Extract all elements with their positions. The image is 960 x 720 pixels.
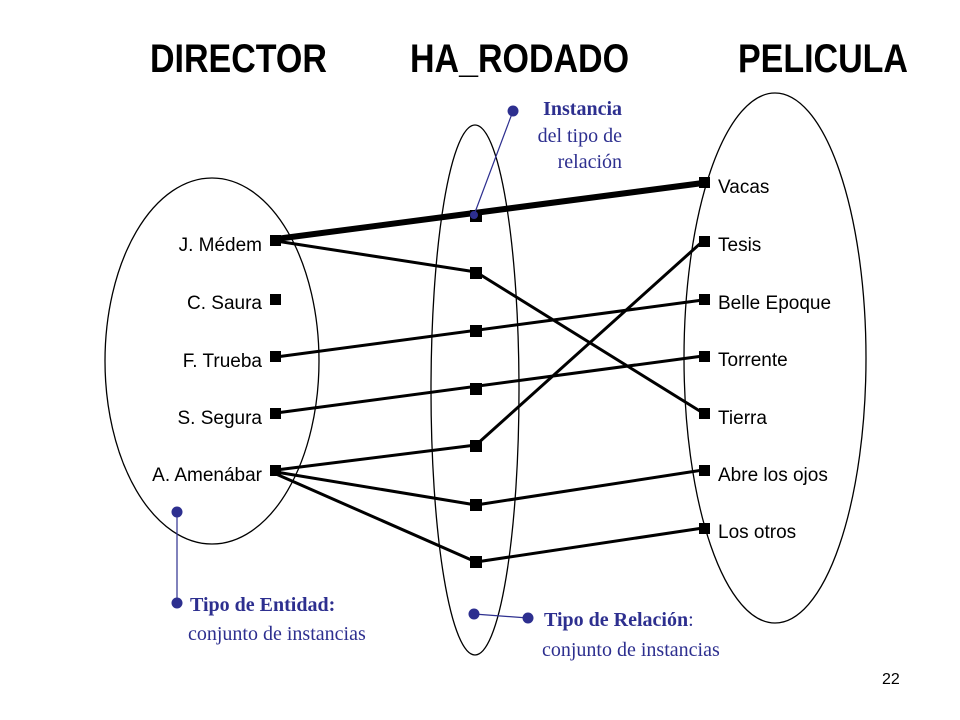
link-amenabar-r6 <box>274 470 478 507</box>
movie-marker <box>699 465 710 476</box>
movie-item: Tierra <box>699 408 767 429</box>
annotation-instancia: Instancia del tipo de relación <box>470 98 622 219</box>
relationship-instance-marker <box>470 499 482 511</box>
director-label: C. Saura <box>187 293 262 314</box>
movie-item: Tesis <box>699 235 761 256</box>
annotation-entidad-bottom-dot <box>171 597 183 609</box>
movie-label: Belle Epoque <box>718 293 831 314</box>
link-amenabar-r5 <box>274 443 478 472</box>
movie-label: Vacas <box>718 177 769 198</box>
annotation-entidad: Tipo de Entidad: conjunto de instancias <box>171 506 366 645</box>
director-item: A. Amenábar <box>152 465 281 486</box>
movie-instances: Vacas Tesis Belle Epoque Torrente Tierra… <box>699 177 831 543</box>
movie-item: Abre los ojos <box>699 465 828 486</box>
movie-item: Vacas <box>699 177 769 198</box>
annotation-relacion-title-line: Tipo de Relación: <box>544 609 694 631</box>
annotation-relacion-subtitle: conjunto de instancias <box>542 639 720 661</box>
director-marker <box>270 351 281 362</box>
ha-rodado-relationship-set <box>430 124 520 656</box>
relationship-links <box>273 180 706 564</box>
header-pelicula: PELICULA <box>738 35 908 80</box>
relationship-instance-marker <box>470 267 482 279</box>
movie-marker <box>699 236 710 247</box>
link-r5-tesis <box>474 239 705 447</box>
header-ha-rodado: HA_RODADO <box>410 35 629 80</box>
link-medem-vacas <box>273 180 706 242</box>
movie-label: Torrente <box>718 350 788 371</box>
movie-label: Tierra <box>718 408 767 429</box>
movie-marker <box>699 177 710 188</box>
annotation-entidad-title: Tipo de Entidad: <box>190 594 335 616</box>
annotation-relacion-title: Tipo de Relación <box>544 609 688 631</box>
annotation-relacion-right-dot <box>522 612 534 624</box>
director-item: F. Trueba <box>183 351 281 372</box>
relationship-instance-marker <box>470 440 482 452</box>
movie-marker <box>699 408 710 419</box>
movie-item: Los otros <box>699 522 796 543</box>
director-label: J. Médem <box>179 235 262 256</box>
relationship-instances <box>470 210 482 568</box>
director-item: C. Saura <box>187 293 281 314</box>
annotation-relacion-colon: : <box>688 609 694 631</box>
annotation-instancia-dot <box>507 105 519 117</box>
annotation-relacion: Tipo de Relación: conjunto de instancias <box>468 608 720 661</box>
movie-label: Los otros <box>718 522 796 543</box>
page-number: 22 <box>882 671 900 688</box>
movie-item: Torrente <box>699 350 788 371</box>
link-trueba-belle-epoque <box>274 298 705 359</box>
director-label: A. Amenábar <box>152 465 263 486</box>
movie-marker <box>699 351 710 362</box>
header-director: DIRECTOR <box>150 35 327 80</box>
annotation-relacion-pointer <box>473 613 529 619</box>
movie-item: Belle Epoque <box>699 293 831 314</box>
relationship-instance-marker <box>470 556 482 568</box>
movie-marker <box>699 294 710 305</box>
movie-label: Abre los ojos <box>718 465 828 486</box>
link-r6-abre-los-ojos <box>474 468 705 507</box>
director-marker <box>270 408 281 419</box>
link-r7-los-otros <box>474 526 705 564</box>
relationship-instance-marker <box>470 383 482 395</box>
director-label: F. Trueba <box>183 351 263 372</box>
link-medem-r2 <box>274 239 478 274</box>
annotation-instancia-target-dot <box>470 211 478 219</box>
director-label: S. Segura <box>178 408 263 429</box>
relationship-instance-marker <box>470 325 482 337</box>
link-segura-torrente <box>274 354 705 415</box>
movie-label: Tesis <box>718 235 761 256</box>
annotation-instancia-line3: relación <box>558 151 622 173</box>
director-marker <box>270 294 281 305</box>
movie-marker <box>699 523 710 534</box>
director-marker <box>270 465 281 476</box>
director-marker <box>270 235 281 246</box>
director-instances: J. Médem C. Saura F. Trueba S. Segura A.… <box>152 235 281 486</box>
annotation-instancia-line1: Instancia <box>543 98 622 120</box>
director-item: J. Médem <box>179 235 281 256</box>
director-entity-set <box>104 177 320 545</box>
annotation-instancia-pointer <box>473 110 514 216</box>
director-item: S. Segura <box>178 408 281 429</box>
annotation-entidad-subtitle: conjunto de instancias <box>188 623 366 645</box>
annotation-instancia-line2: del tipo de <box>538 125 623 147</box>
link-amenabar-r7 <box>274 472 478 564</box>
